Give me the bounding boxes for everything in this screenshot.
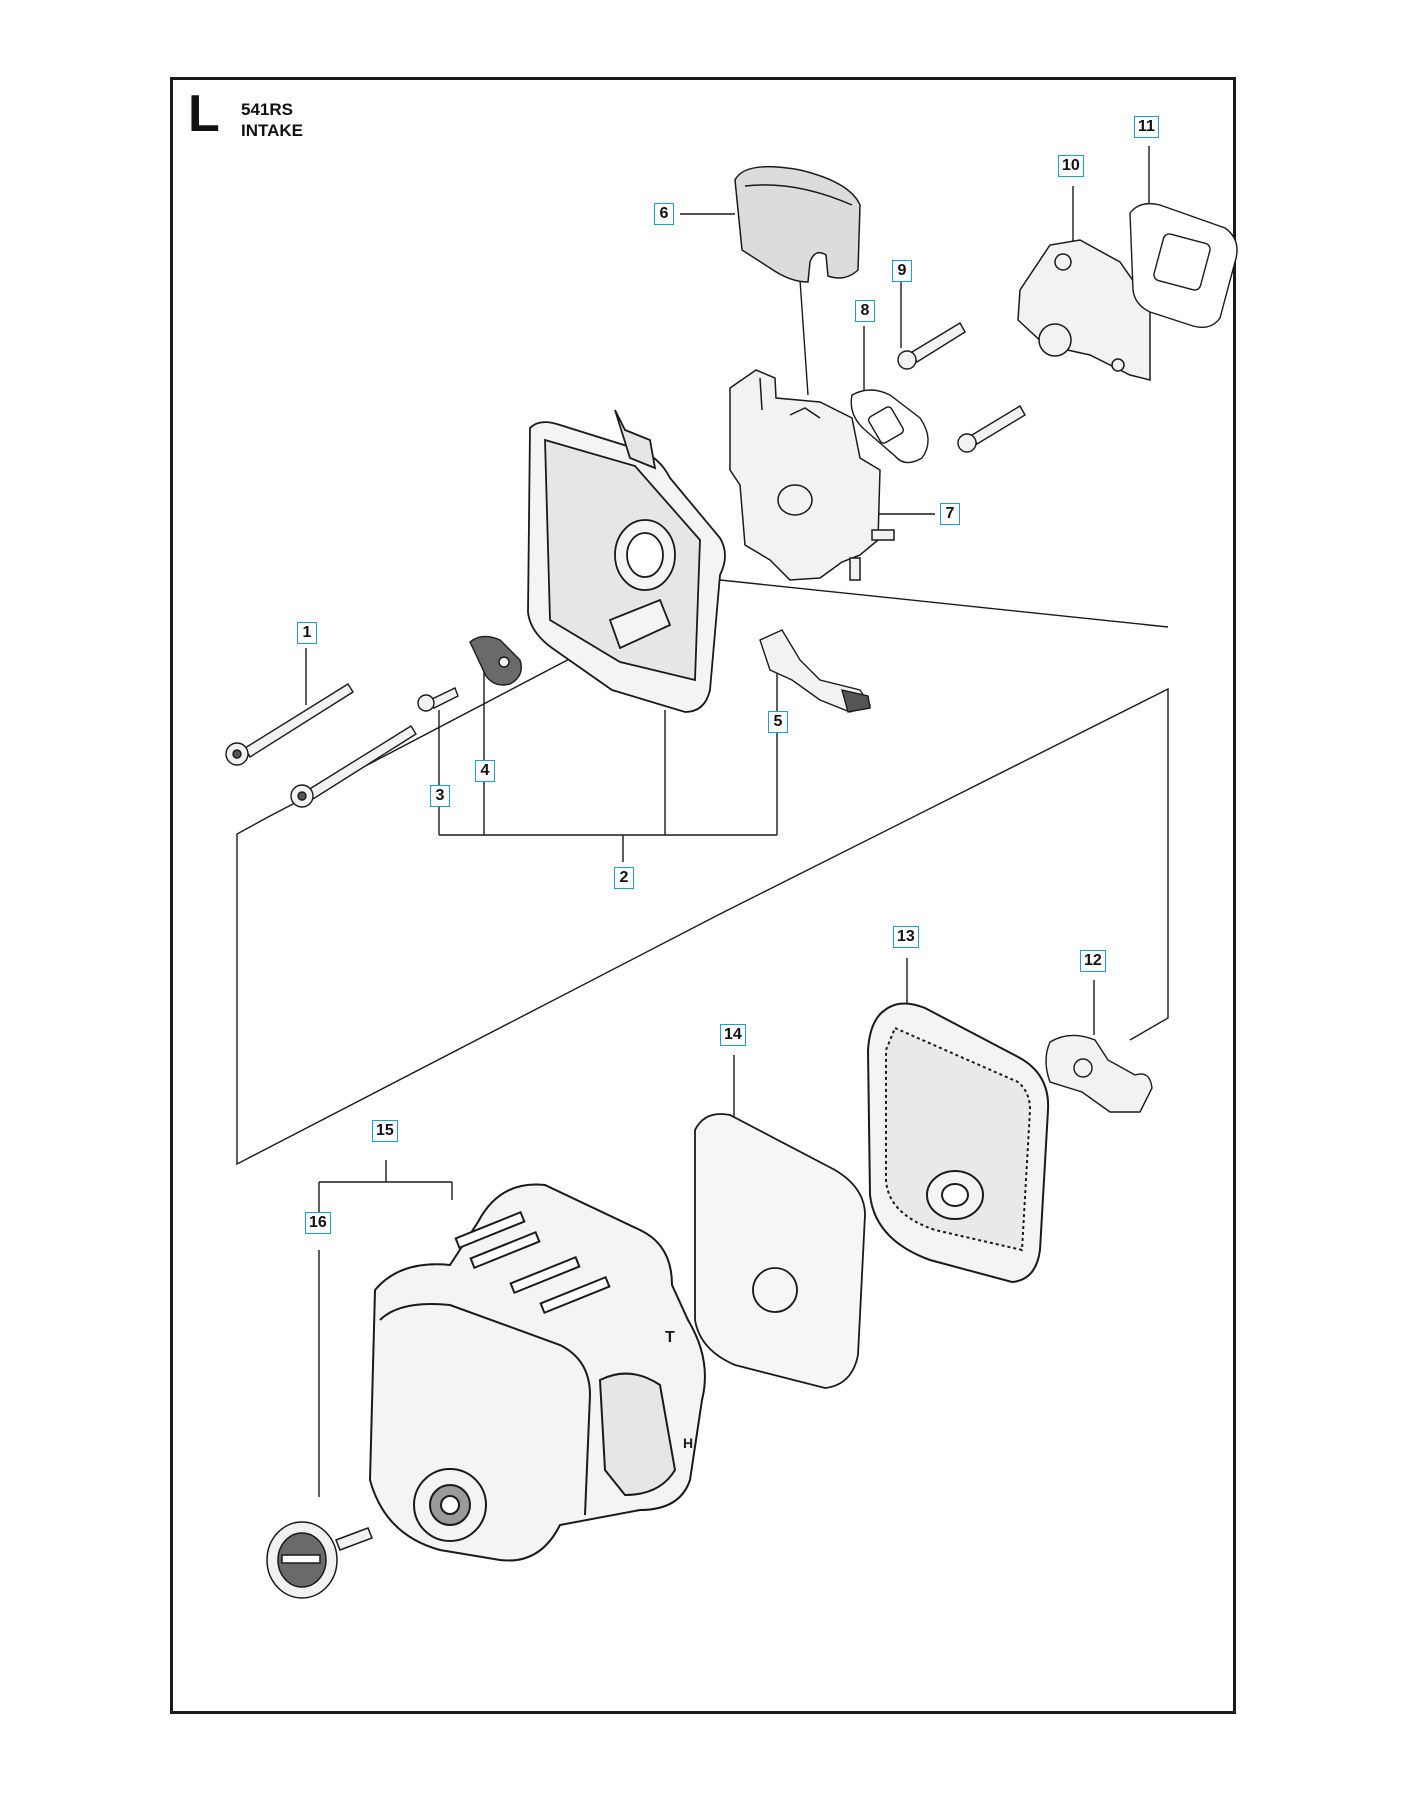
callout-5: 5	[768, 711, 788, 733]
part-1-screws	[225, 683, 417, 808]
callout-11: 11	[1134, 116, 1159, 138]
part-10-intake-adapter	[1017, 239, 1151, 381]
part-14-filter-element	[694, 1113, 866, 1389]
part-12-bracket	[1045, 1034, 1153, 1113]
part-15-filter-cover	[368, 1183, 706, 1562]
part-8-gasket	[850, 389, 929, 464]
section-letter: L	[188, 85, 220, 143]
callout-10: 10	[1058, 155, 1084, 177]
callout-3: 3	[430, 785, 450, 807]
callout-7: 7	[940, 503, 960, 525]
part-3-screw	[417, 687, 459, 712]
callout-9: 9	[892, 260, 912, 282]
part-11-gasket	[1129, 202, 1238, 328]
part-6-cap	[734, 165, 861, 283]
part-16-knob	[266, 1521, 373, 1599]
callout-8: 8	[855, 300, 875, 322]
part-13-filter-holder	[866, 1002, 1050, 1284]
part-5-choke-lever	[759, 629, 872, 713]
callout-14: 14	[720, 1024, 746, 1046]
callout-15: 15	[372, 1120, 398, 1142]
callout-4: 4	[475, 760, 495, 782]
diagram-frame	[170, 77, 1236, 1714]
cover-mark-top: T	[665, 1329, 675, 1346]
callout-6: 6	[654, 203, 674, 225]
callout-13: 13	[893, 926, 919, 948]
callout-2: 2	[614, 867, 634, 889]
part-4-plate	[469, 635, 522, 686]
part-9-screws	[897, 322, 1026, 453]
model-name: 541RS	[241, 100, 293, 119]
part-7-carburetor	[729, 369, 895, 581]
callout-12: 12	[1080, 950, 1106, 972]
cover-mark-side: H	[683, 1435, 693, 1451]
callout-1: 1	[297, 622, 317, 644]
callout-16: 16	[305, 1212, 331, 1234]
section-name: INTAKE	[241, 121, 304, 140]
part-2-filter-base	[527, 409, 726, 713]
